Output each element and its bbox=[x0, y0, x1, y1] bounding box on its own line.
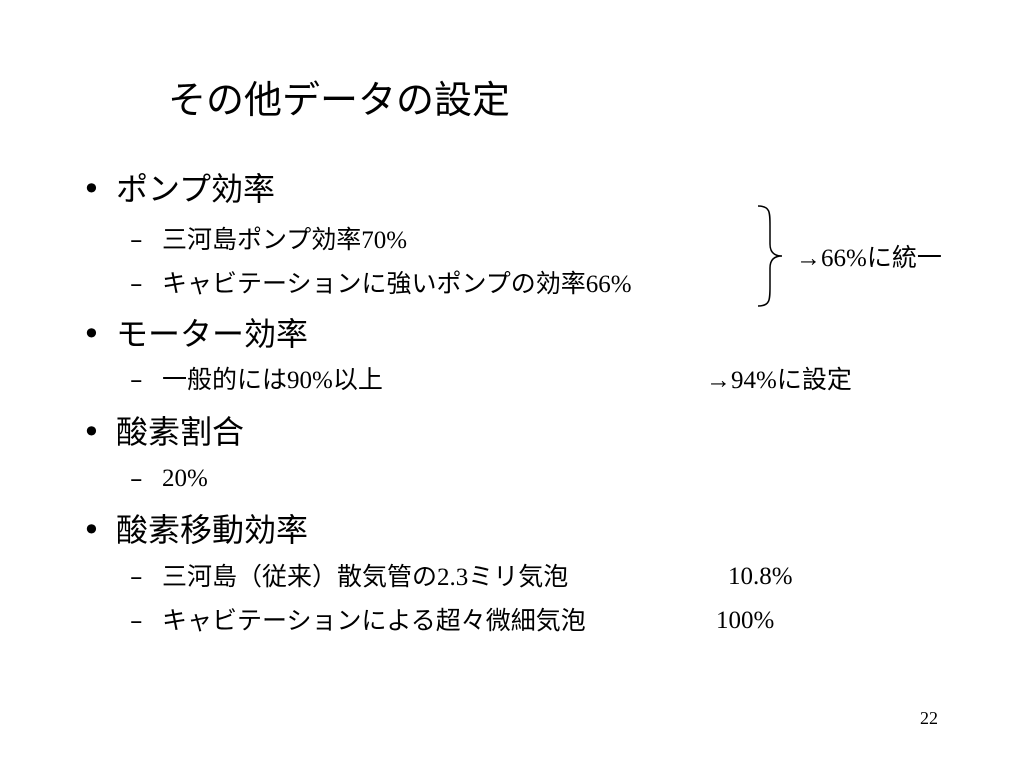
note-arrow-value: →66% bbox=[796, 245, 867, 272]
sub-item-conventional-diffuser: 三河島（従来）散気管の2.3ミリ気泡 bbox=[162, 559, 568, 596]
bullet-marker: • bbox=[82, 511, 101, 549]
page-number: 22 bbox=[920, 708, 938, 728]
sub-item-value-mid: 2.3 bbox=[437, 564, 469, 591]
note-text: に設定 bbox=[776, 365, 852, 394]
note-arrow-value: →94% bbox=[706, 367, 777, 394]
dash-marker: – bbox=[130, 225, 143, 254]
sub-item-value: 70% bbox=[361, 227, 408, 254]
sub-item-value: 10.8% bbox=[728, 563, 793, 590]
note-text: に統一 bbox=[866, 243, 942, 272]
dash-marker: – bbox=[130, 269, 143, 298]
sub-item-value: 66% bbox=[585, 271, 632, 298]
sub-item-text: 三河島ポンプ効率 bbox=[162, 225, 362, 254]
sub-item-text-after: ミリ気泡 bbox=[468, 562, 569, 591]
motor-efficiency-note: →94%に設定 bbox=[706, 362, 852, 399]
item-oxygen-ratio-label: 酸素割合 bbox=[116, 413, 245, 451]
sub-item-mikawajima-pump: 三河島ポンプ効率70% bbox=[162, 222, 407, 259]
sub-item-value: 90% bbox=[287, 367, 333, 394]
sub-item-cavitation-bubbles: キャビテーションによる超々微細気泡 bbox=[162, 606, 586, 635]
right-brace-icon bbox=[757, 205, 783, 307]
dash-marker: – bbox=[130, 464, 143, 493]
item-oxygen-transfer-label: 酸素移動効率 bbox=[116, 511, 309, 549]
slide-title: その他データの設定 bbox=[168, 78, 511, 122]
sub-item-text-before: 三河島（従来）散気管の bbox=[162, 562, 438, 591]
item-pump-efficiency-label: ポンプ効率 bbox=[116, 170, 276, 208]
dash-marker: – bbox=[130, 365, 143, 394]
sub-item-motor-general: 一般的には90%以上 bbox=[162, 362, 383, 399]
item-motor-efficiency-label: モーター効率 bbox=[116, 315, 309, 353]
sub-item-cavitation-pump: キャビテーションに強いポンプの効率66% bbox=[162, 266, 632, 303]
sub-item-text: キャビテーションに強いポンプの効率 bbox=[162, 269, 586, 298]
sub-item-text-after: 以上 bbox=[332, 365, 383, 394]
bullet-marker: • bbox=[82, 315, 101, 353]
bullet-marker: • bbox=[82, 413, 101, 451]
pump-efficiency-note: →66%に統一 bbox=[796, 240, 942, 277]
bullet-marker: • bbox=[82, 170, 101, 208]
sub-item-value: 100% bbox=[716, 607, 775, 634]
sub-item-text-before: 一般的には bbox=[162, 365, 288, 394]
dash-marker: – bbox=[130, 562, 143, 591]
dash-marker: – bbox=[130, 606, 143, 635]
sub-item-oxygen-ratio-value: 20% bbox=[162, 465, 208, 492]
